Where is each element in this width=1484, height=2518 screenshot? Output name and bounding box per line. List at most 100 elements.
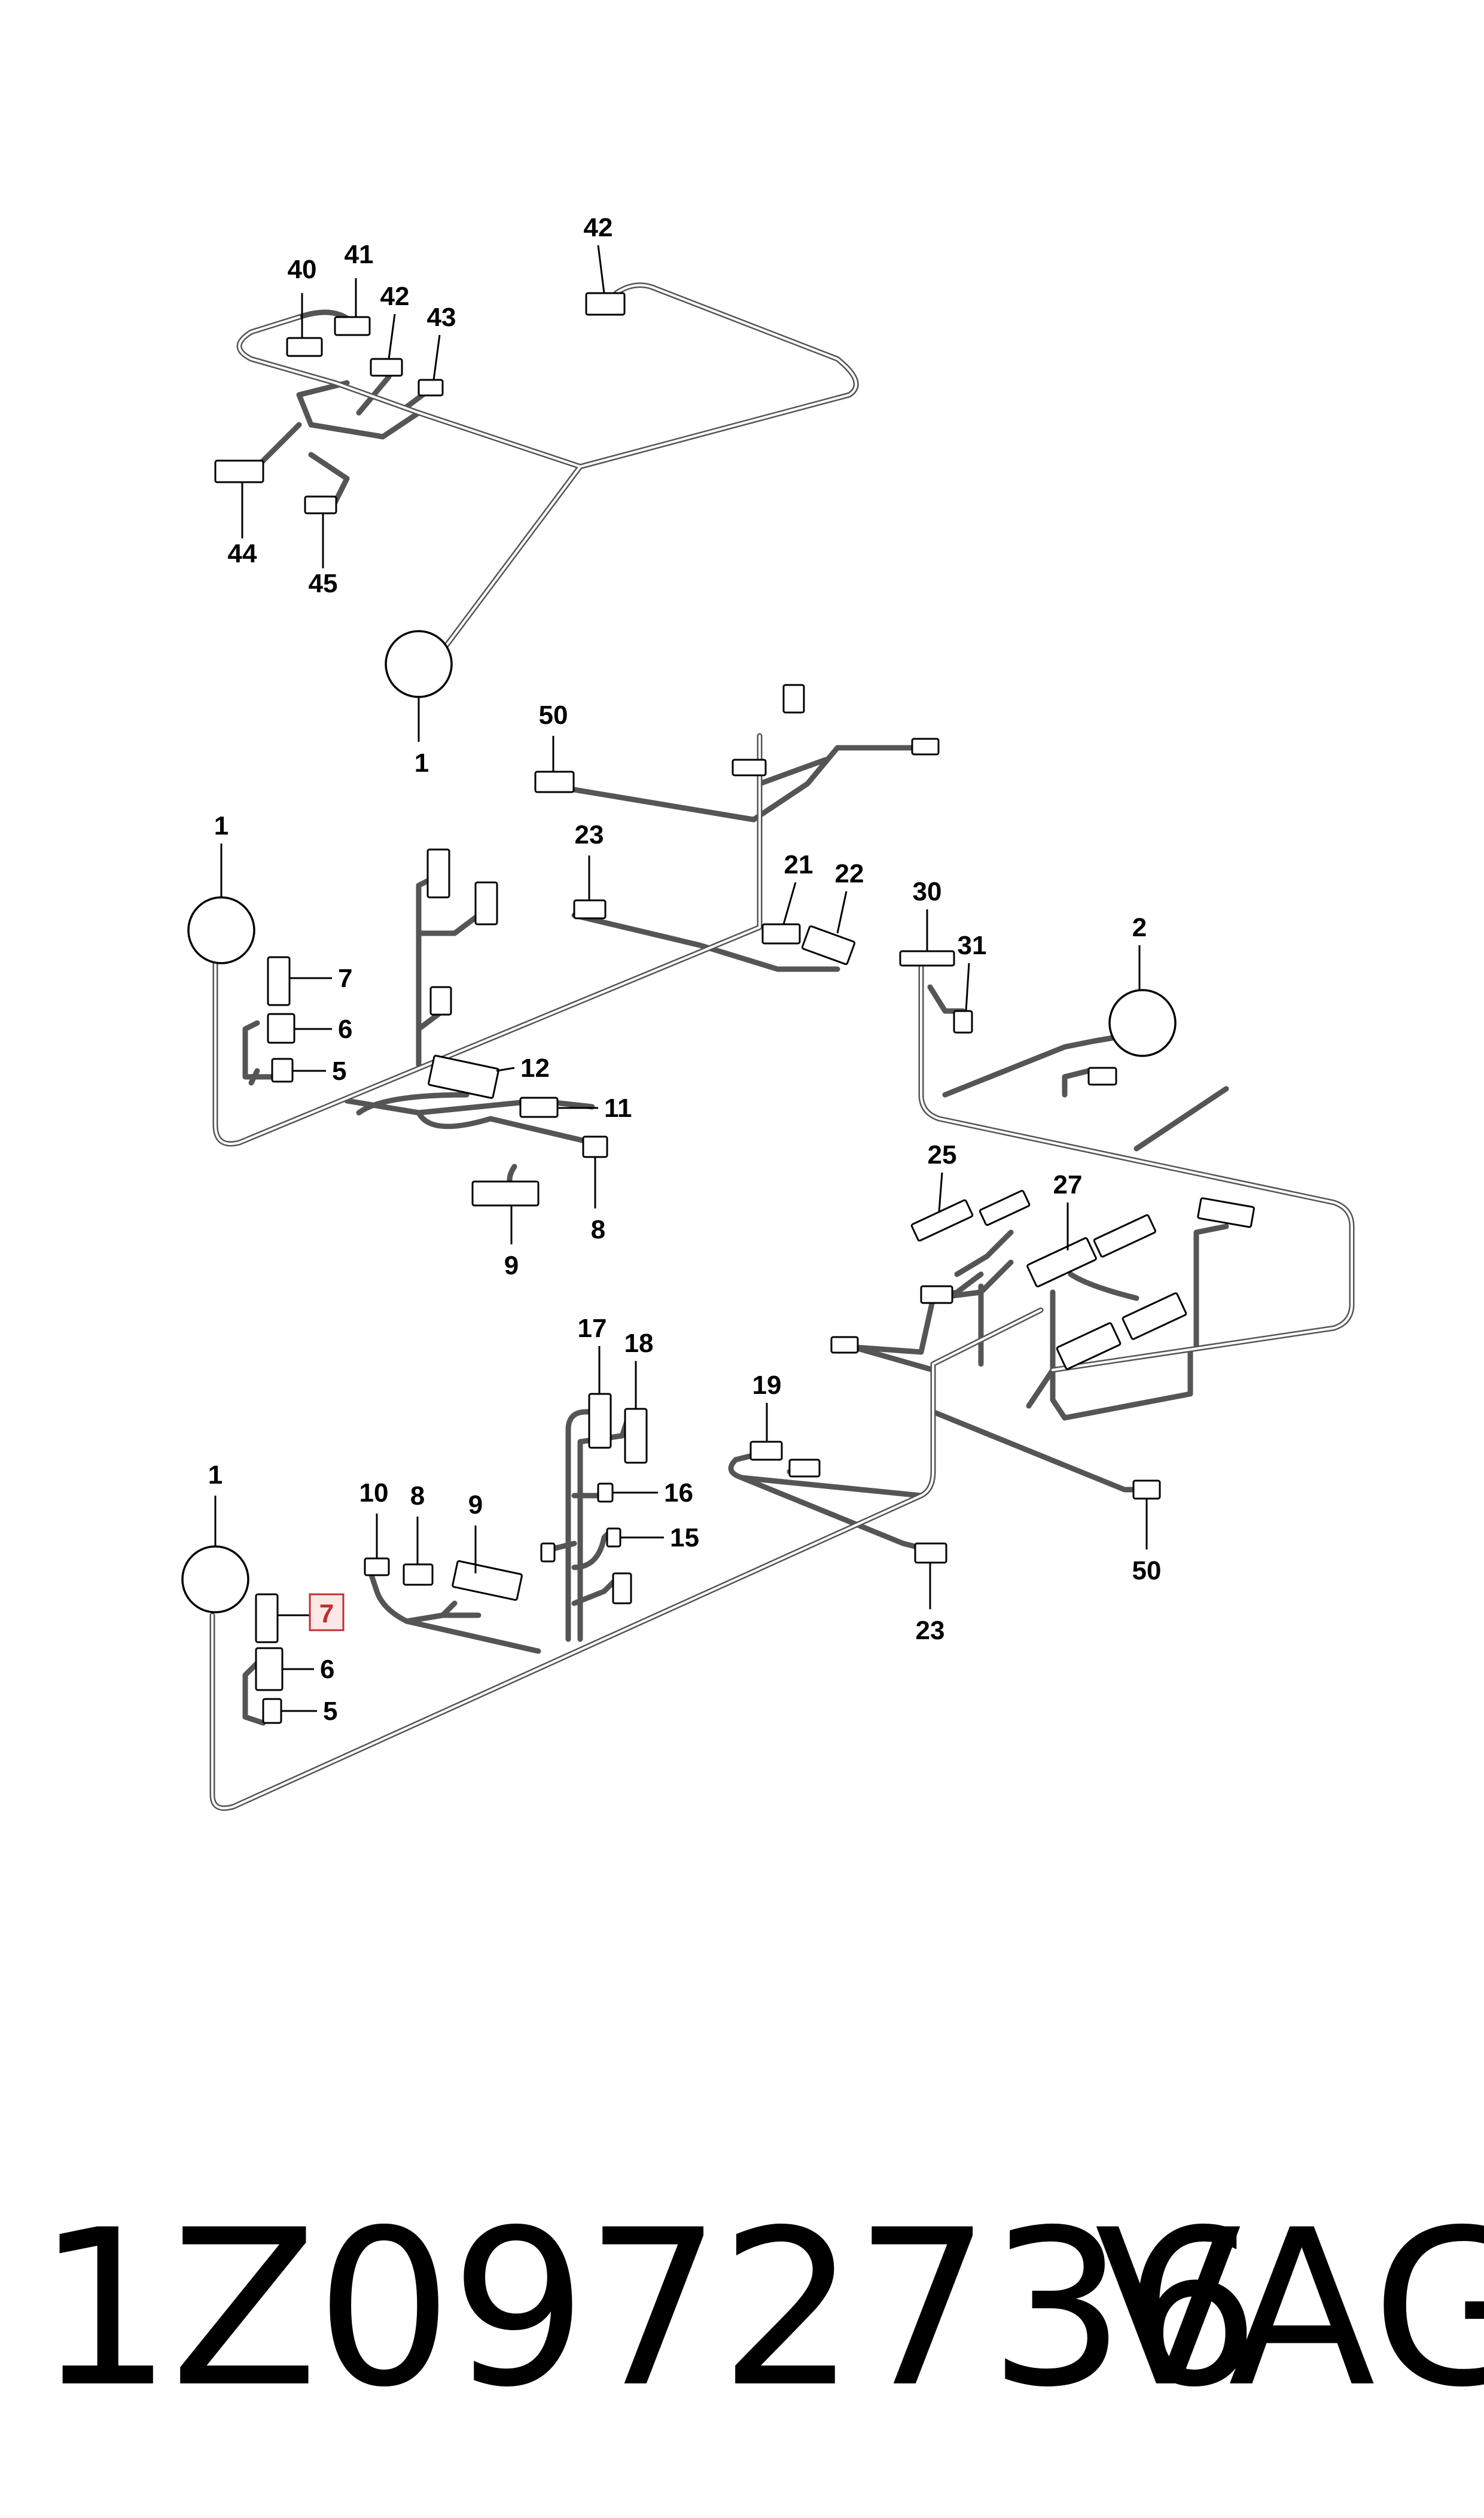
connector-9-mid: [471, 1180, 540, 1207]
callout-label: 10: [359, 1478, 389, 1508]
callout-label: 18: [624, 1329, 654, 1358]
connector-unlabeled: [540, 1542, 556, 1563]
top-connectors: [214, 292, 626, 514]
connector-10: [364, 1557, 390, 1576]
connector-unlabeled: [782, 684, 805, 714]
connector-16: [597, 1482, 614, 1503]
middle-left-connectors: [267, 684, 940, 1207]
connector-23: [914, 1542, 947, 1564]
callout-label: 1: [214, 811, 228, 841]
highlight-box: [309, 1593, 345, 1631]
bottom-harness: 1 17 18 10 8 9 16 15 7 6 5 19 23 50: [181, 1307, 1162, 1811]
connector-45: [304, 495, 337, 514]
connector-42b: [585, 292, 626, 316]
callout-label: 42: [380, 282, 410, 311]
middle-right-leader-lines: [926, 909, 1141, 1250]
connector-5-bottom: [262, 1698, 282, 1724]
callout-label: 2: [1132, 913, 1147, 942]
middle-left-wires: [212, 733, 924, 1199]
connector-41: [334, 316, 371, 336]
connector-18: [624, 1408, 648, 1464]
connector-23: [573, 899, 607, 919]
connector-42a: [370, 358, 403, 377]
connector-6-mid: [267, 1013, 295, 1044]
connector-17: [588, 1393, 612, 1449]
connector-7-bottom: [255, 1593, 279, 1643]
callout-label: 15: [670, 1523, 699, 1552]
callout-label: 16: [664, 1478, 693, 1508]
connector-unlabeled: [920, 1285, 953, 1304]
connector-19: [749, 1441, 783, 1461]
callout-label: 19: [752, 1371, 782, 1400]
connector-30: [899, 950, 955, 967]
connector-44: [214, 459, 264, 483]
connector-50: [534, 771, 575, 793]
connector-unlabeled: [1087, 1067, 1117, 1086]
callout-label: 25: [928, 1140, 957, 1170]
callout-label: 43: [427, 303, 456, 332]
callout-label: 23: [916, 1616, 945, 1645]
middle-right-harness: 30 31 2 25 27: [834, 877, 1355, 1421]
middle-left-leader-lines: [220, 736, 848, 1244]
connector-unlabeled: [830, 1336, 859, 1354]
callout-label: 44: [228, 539, 257, 568]
connector-6-bottom: [255, 1647, 284, 1691]
connector-unlabeled: [732, 759, 767, 777]
connector-unlabeled: [429, 986, 452, 1016]
connector-9-bottom: [452, 1560, 523, 1601]
connector-unlabeled: [426, 848, 450, 899]
connector-unlabeled: [474, 881, 498, 925]
connector-27: [1026, 1237, 1097, 1287]
middle-right-callouts: 30 31 2 25 27: [913, 877, 1147, 1199]
connector-40: [286, 337, 323, 357]
connector-8-mid: [582, 1135, 608, 1158]
callout-label: 45: [309, 569, 338, 598]
callout-label: 27: [1053, 1170, 1083, 1199]
connector-unlabeled: [979, 1189, 1031, 1226]
callout-label: 41: [345, 240, 374, 269]
connector-unlabeled: [911, 738, 940, 756]
callout-label: 9: [468, 1490, 483, 1520]
callout-label-highlighted: 7: [319, 1599, 334, 1628]
connector-unlabeled: [1093, 1214, 1157, 1258]
callout-label: 1: [415, 748, 429, 778]
callout-label: 50: [539, 701, 568, 730]
connector-43: [418, 379, 444, 397]
callout-label: 17: [578, 1314, 607, 1343]
callout-label: 9: [504, 1251, 519, 1280]
connector-11: [519, 1097, 559, 1118]
bottom-harness-wires: [209, 1307, 1145, 1811]
connector-21: [761, 923, 801, 945]
brand-name: VAG: [1095, 2184, 1484, 2434]
callout-label: 7: [338, 964, 352, 993]
connector-7-mid: [267, 956, 291, 1006]
connector-unlabeled: [612, 1572, 632, 1604]
connector-unlabeled: [1122, 1292, 1187, 1340]
ground-point-1: [385, 630, 453, 698]
bottom-leader-lines: [214, 1346, 1148, 1712]
connector-22: [801, 925, 856, 966]
callout-label: 50: [1132, 1556, 1162, 1585]
ground-point-1: [181, 1545, 249, 1613]
callout-label: 5: [332, 1056, 346, 1086]
part-number: 1Z0972736: [36, 2184, 1260, 2434]
middle-right-connectors: [899, 950, 1255, 1370]
bottom-callouts: 1 17 18 10 8 9 16 15 7 6 5 19 23 50: [208, 1314, 1162, 1726]
bottom-connectors: [255, 1336, 1161, 1724]
middle-left-harness: 50 23 21 22 1 7 6 5 12 11 8 9: [187, 684, 940, 1280]
callout-label: 8: [591, 1215, 605, 1244]
connector-31: [953, 1010, 973, 1034]
connector-15: [606, 1527, 621, 1548]
callout-label: 5: [323, 1697, 337, 1726]
callout-label: 23: [575, 820, 604, 850]
connector-unlabeled: [1056, 1322, 1122, 1370]
connector-50: [1132, 1479, 1161, 1500]
connector-unlabeled: [788, 1459, 821, 1478]
callout-label: 6: [338, 1015, 352, 1044]
connector-unlabeled: [1197, 1197, 1255, 1228]
middle-left-callouts: 50 23 21 22 1 7 6 5 12 11 8 9: [214, 701, 864, 1280]
connector-25: [910, 1199, 974, 1242]
connector-12: [428, 1055, 499, 1099]
callout-label: 30: [913, 877, 942, 906]
